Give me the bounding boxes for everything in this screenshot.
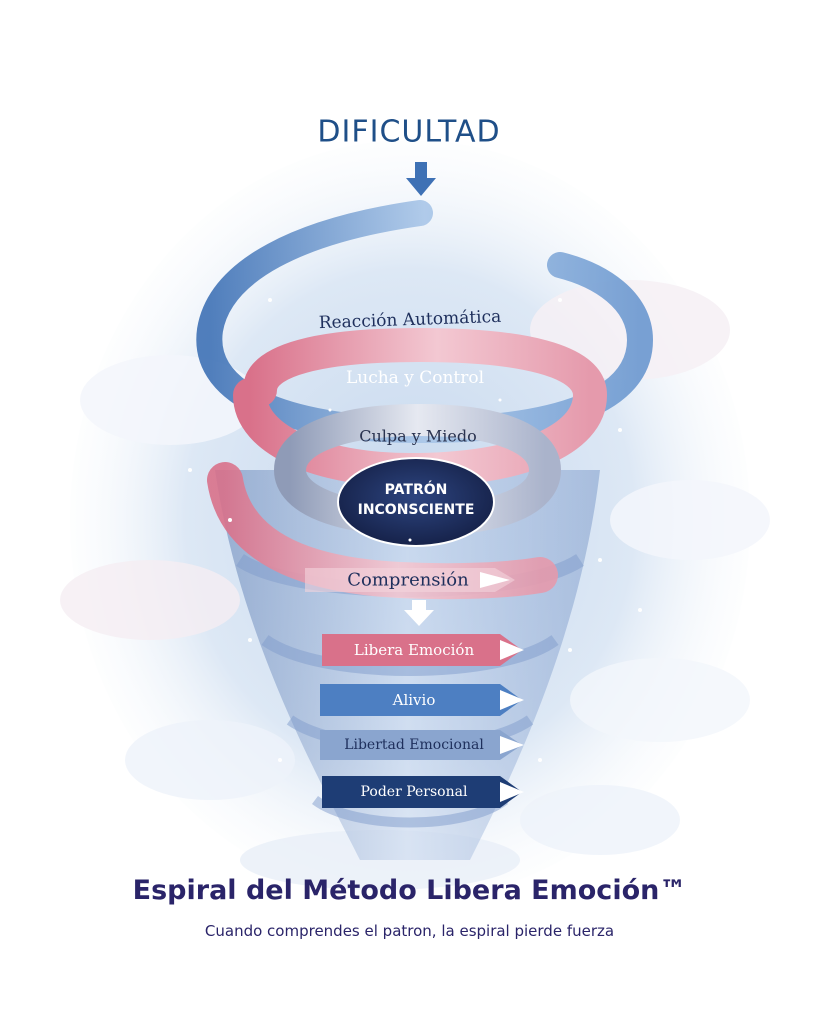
core-label-line2: INCONSCIENTE bbox=[357, 502, 475, 518]
core-label-line1: PATRÓN bbox=[384, 482, 448, 498]
step-banner-comprension bbox=[305, 568, 515, 592]
step-banner-libertad bbox=[320, 730, 524, 760]
footer-title: Espiral del Método Libera Emoción™ bbox=[132, 875, 687, 906]
step-label-libertad: Libertad Emocional bbox=[344, 737, 484, 753]
step-banner-poder bbox=[322, 776, 524, 808]
step-banner-alivio bbox=[320, 684, 524, 716]
footer-subtitle: Cuando comprendes el patron, la espiral … bbox=[204, 922, 615, 940]
top-label-dificultad: DIFICULTAD bbox=[317, 114, 501, 150]
comprension-down-arrow-icon bbox=[404, 600, 434, 626]
level-label-culpa: Culpa y Miedo bbox=[359, 426, 477, 446]
pink-spiral-ribbon bbox=[233, 327, 608, 488]
step-label-alivio: Alivio bbox=[392, 691, 436, 709]
step-banner-libera bbox=[322, 634, 524, 666]
down-arrow-icon bbox=[406, 162, 436, 196]
step-label-libera: Libera Emoción bbox=[353, 641, 475, 659]
core-pattern-ellipse bbox=[337, 457, 495, 547]
step-label-comprension: Comprensión bbox=[347, 569, 469, 591]
step-label-poder: Poder Personal bbox=[360, 784, 468, 800]
level-label-lucha: Lucha y Control bbox=[345, 368, 485, 388]
sparkles bbox=[188, 298, 642, 762]
